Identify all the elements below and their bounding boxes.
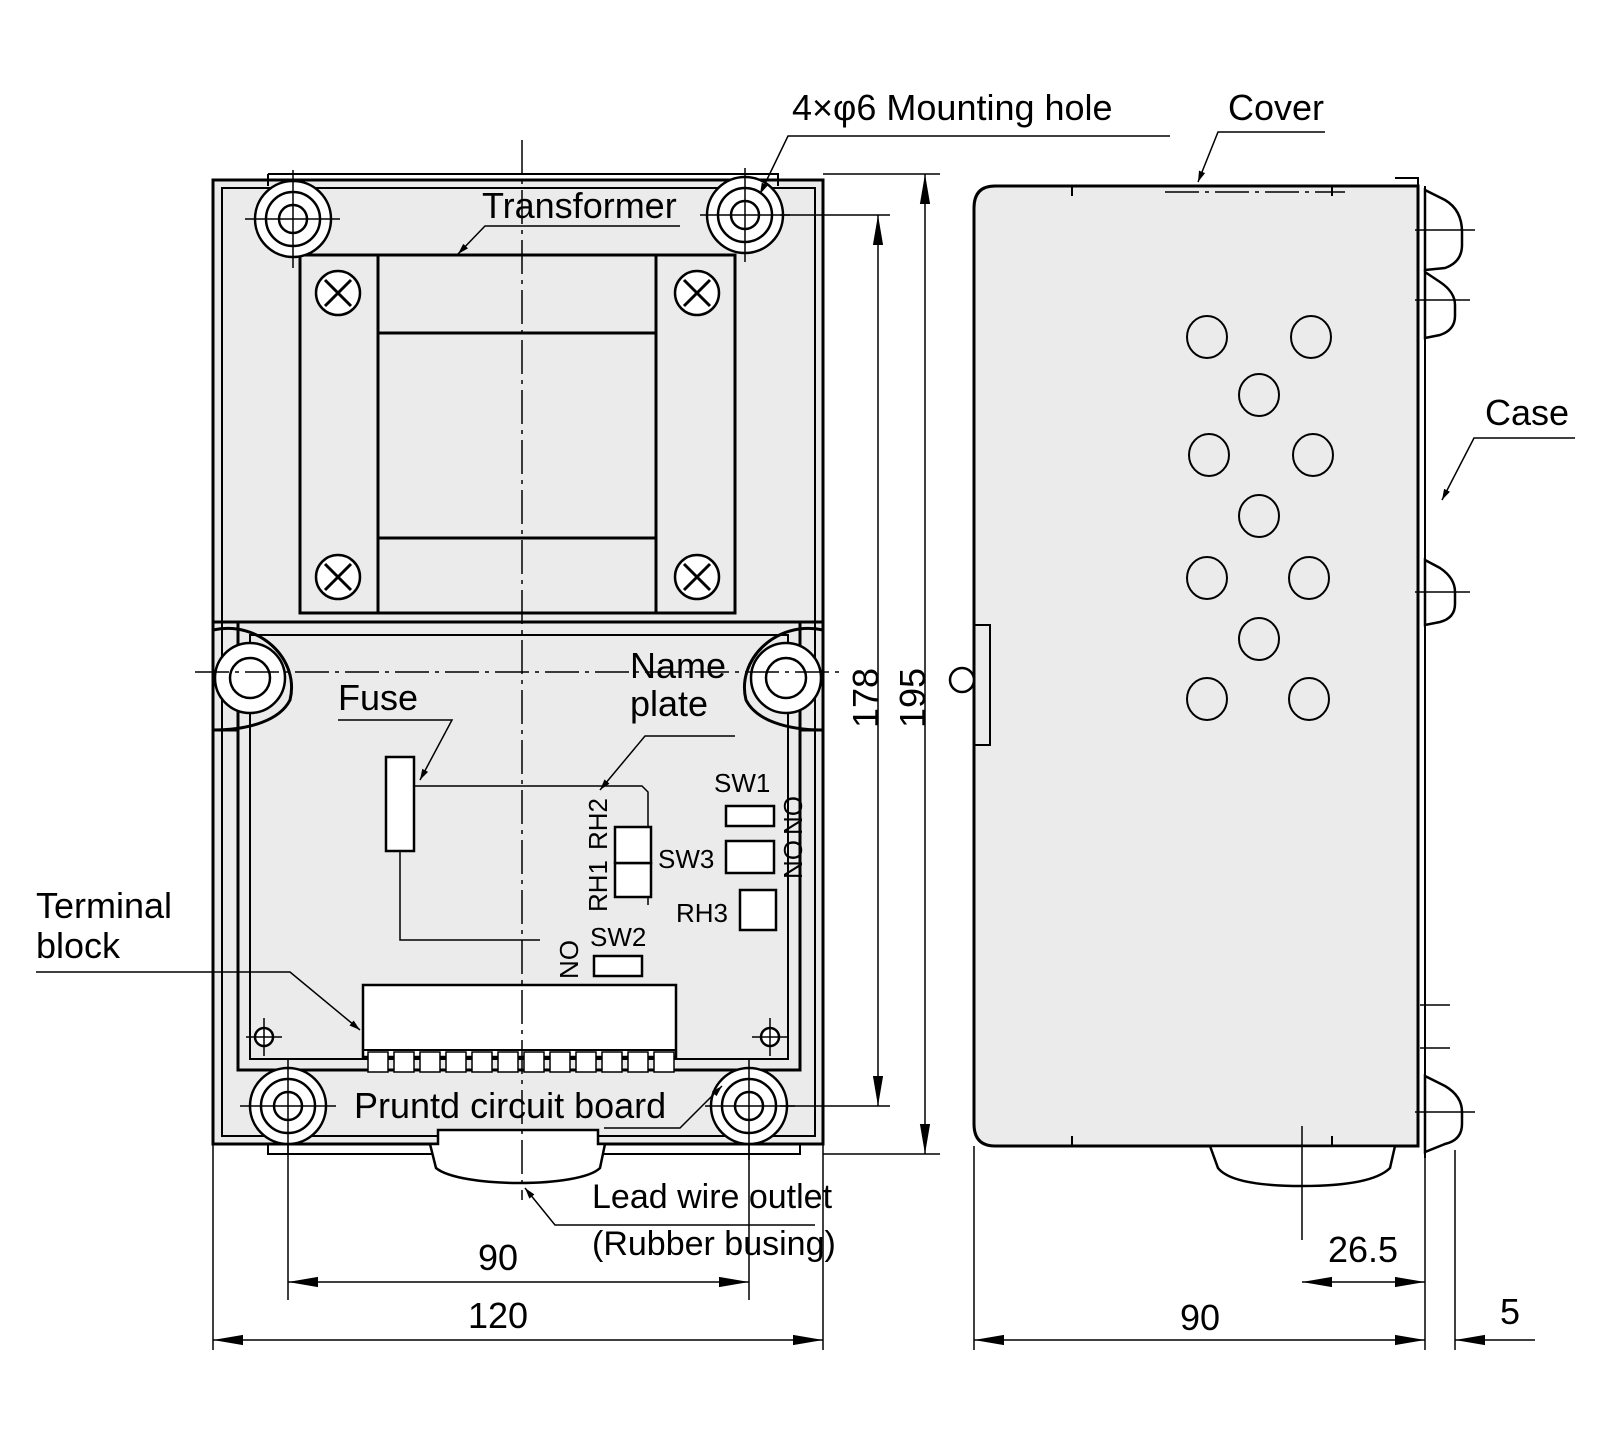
sw1-label: SW1 xyxy=(714,768,770,798)
dim-depth: 90 xyxy=(1180,1297,1220,1338)
terminal-block-label-1: Terminal xyxy=(36,885,172,926)
dim-overall-width: 120 xyxy=(468,1295,528,1336)
terminal-block-label-2: block xyxy=(36,925,121,966)
sw2-on-label: ON xyxy=(554,940,584,979)
terminal-block xyxy=(361,983,678,1073)
name-plate-label-1: Name xyxy=(630,645,726,686)
dim-hole-pitch-height: 178 xyxy=(845,668,886,728)
front-view xyxy=(195,140,840,1200)
dim-overall-height: 195 xyxy=(892,668,933,728)
name-plate-label-2: plate xyxy=(630,683,708,724)
dim-hole-pitch-width: 90 xyxy=(478,1237,518,1278)
sw2-switch xyxy=(592,954,644,978)
case-lug-icon xyxy=(1415,187,1475,1154)
rh2-trimmer xyxy=(613,825,653,865)
printed-circuit-board xyxy=(213,620,825,1072)
sw3-switch xyxy=(724,839,776,875)
leader-lines xyxy=(36,131,1575,1226)
mounting-ear-icon xyxy=(212,627,824,732)
side-view xyxy=(948,177,1475,1240)
rh1-trimmer xyxy=(613,861,653,899)
mounting-hole-label: 4×φ6 Mounting hole xyxy=(792,87,1113,128)
sw3-label: SW3 xyxy=(658,844,714,874)
dim-outlet-offset: 26.5 xyxy=(1328,1229,1398,1270)
rh3-label: RH3 xyxy=(676,898,728,928)
fuse-label: Fuse xyxy=(338,677,418,718)
lead-wire-label-2: (Rubber busing) xyxy=(592,1225,836,1263)
vent-holes xyxy=(1186,315,1334,721)
dim-lid-protrusion: 5 xyxy=(1500,1291,1520,1332)
sw1-switch xyxy=(724,804,776,828)
pcb-label: Pruntd circuit board xyxy=(354,1085,666,1126)
rh2-label: RH2 xyxy=(583,798,613,850)
dimension-lines xyxy=(212,173,1535,1350)
transformer-label: Transformer xyxy=(482,185,677,226)
rh1-label: RH1 xyxy=(583,860,613,912)
transformer xyxy=(298,253,737,615)
cover-label: Cover xyxy=(1228,87,1324,128)
case-label: Case xyxy=(1485,392,1569,433)
front-case-outline xyxy=(211,178,825,1146)
annotations: 4×φ6 Mounting hole Cover Case Transforme… xyxy=(36,87,1569,1338)
transformer-screw-icon xyxy=(314,269,721,601)
rh3-trimmer xyxy=(738,888,778,932)
mounting-hole-icon xyxy=(240,168,795,1160)
side-case-outline xyxy=(972,184,1420,1148)
rubber-bushing xyxy=(428,1128,607,1185)
lead-wire-label-1: Lead wire outlet xyxy=(592,1178,833,1216)
fuse xyxy=(384,755,416,853)
sw3-on-label: ON xyxy=(778,840,808,879)
sw1-on-label: ON xyxy=(778,796,808,835)
sw2-label: SW2 xyxy=(590,922,646,952)
